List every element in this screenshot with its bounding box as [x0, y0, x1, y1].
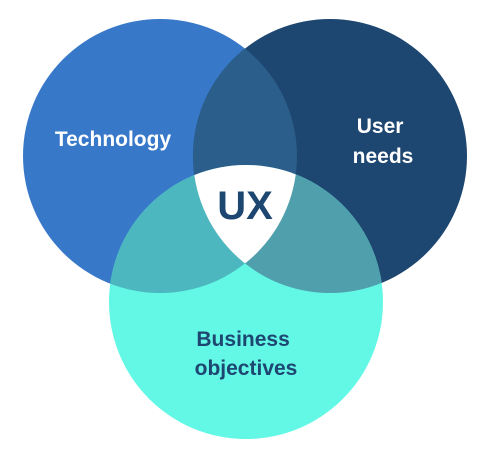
ux-center-label: UX — [217, 184, 273, 228]
business-objectives-label-line-1: Business — [196, 328, 289, 351]
technology-label: Technology — [55, 128, 172, 151]
user-needs-label-line-1: User — [357, 115, 404, 138]
business-objectives-label: Business objectives — [195, 328, 298, 380]
user-needs-label: User needs — [353, 115, 414, 168]
user-needs-label-line-2: needs — [353, 145, 414, 168]
technology-business-overlap — [109, 165, 297, 293]
user-business-overlap — [193, 165, 383, 293]
business-objectives-label-line-2: objectives — [195, 357, 298, 380]
